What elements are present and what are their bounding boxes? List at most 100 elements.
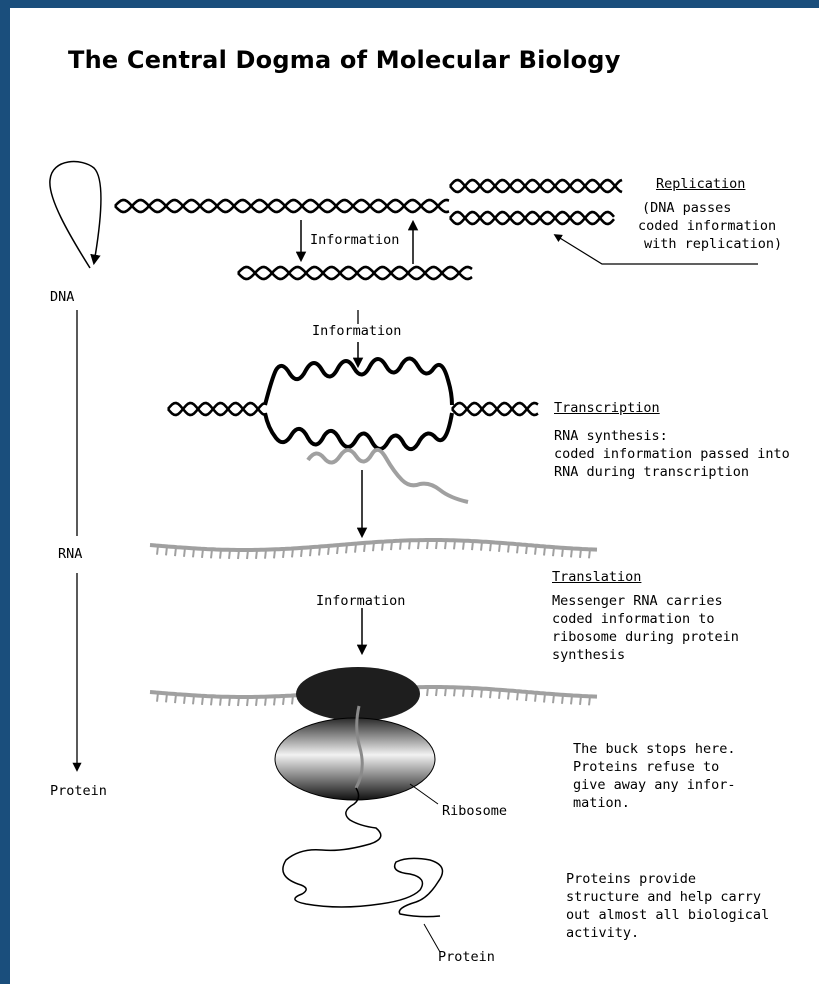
translation-description: Messenger RNA carries coded information …: [552, 592, 739, 664]
rna-base: [346, 544, 347, 553]
rna-base: [211, 696, 212, 705]
rna-base: [517, 544, 518, 553]
rna-base: [490, 689, 491, 698]
rna-base: [445, 687, 446, 696]
rna-base: [166, 693, 167, 702]
rna-base: [193, 695, 194, 704]
rna-base: [274, 549, 275, 558]
dna-double-helix: [115, 200, 449, 212]
rna-base: [562, 548, 563, 557]
rna-base: [364, 543, 365, 552]
rna-base: [292, 548, 293, 557]
rna-base: [427, 687, 428, 696]
rna-base: [157, 693, 158, 702]
rna-base: [292, 695, 293, 704]
rna-base: [283, 696, 284, 705]
dna-daughter-helix: [238, 267, 472, 279]
rna-base: [481, 689, 482, 698]
rna-base: [157, 546, 158, 555]
central-dogma-diagram: [10, 8, 819, 984]
rna-base: [535, 546, 536, 555]
folded-protein-chain: [283, 788, 443, 917]
ribosome-label: Ribosome: [442, 802, 507, 820]
rna-base: [526, 545, 527, 554]
rna-base: [544, 694, 545, 703]
rna-base: [247, 550, 248, 559]
protein-function-note: Proteins provide structure and help carr…: [566, 870, 769, 942]
rna-base: [229, 550, 230, 559]
rna-base: [535, 693, 536, 702]
ribosome-large-subunit: [275, 718, 435, 800]
rna-base: [337, 545, 338, 554]
rna-base: [265, 550, 266, 559]
rna-base: [436, 687, 437, 696]
replication-fork-upper-strand: [450, 180, 622, 192]
rna-base: [184, 548, 185, 557]
rna-base: [463, 541, 464, 550]
rna-base: [526, 692, 527, 701]
rna-base: [508, 544, 509, 553]
rna-base: [436, 540, 437, 549]
rna-base: [382, 542, 383, 551]
rna-transcript-strand: [308, 450, 468, 502]
rna-base: [463, 688, 464, 697]
buck-stops-note: The buck stops here. Proteins refuse to …: [573, 740, 736, 812]
rna-base: [211, 549, 212, 558]
rna-base: [238, 697, 239, 706]
replication-fork-lower-strand: [450, 212, 614, 224]
rna-base: [400, 541, 401, 550]
rna-base: [472, 541, 473, 550]
rna-base: [256, 697, 257, 706]
rna-base: [580, 549, 581, 558]
rna-base: [571, 548, 572, 557]
rna-base: [202, 549, 203, 558]
rna-base: [490, 542, 491, 551]
translation-heading: Translation: [552, 568, 641, 586]
transcription-description: RNA synthesis: coded information passed …: [554, 427, 790, 481]
transcription-right-helix: [452, 403, 538, 415]
transcription-heading: Transcription: [554, 399, 660, 417]
rna-base: [499, 690, 500, 699]
rna-base: [472, 688, 473, 697]
diagram-panel: The Central Dogma of Molecular Biology: [10, 8, 819, 984]
rna-base: [562, 695, 563, 704]
rna-base: [391, 541, 392, 550]
transcription-information-label: Information: [312, 322, 401, 340]
ribosome-label-leader: [410, 784, 438, 804]
rna-base: [373, 542, 374, 551]
rna-base: [589, 549, 590, 558]
rna-base: [418, 540, 419, 549]
protein-label: Protein: [438, 948, 495, 966]
rna-base: [238, 550, 239, 559]
rna-base: [508, 691, 509, 700]
rna-base: [193, 548, 194, 557]
rna-base: [553, 547, 554, 556]
dna-axis-label: DNA: [50, 288, 74, 306]
rna-base: [220, 697, 221, 706]
rna-base: [328, 546, 329, 555]
replication-description: (DNA passes coded information with repli…: [638, 199, 782, 253]
rna-base: [580, 696, 581, 705]
rna-base: [247, 697, 248, 706]
rna-base: [229, 697, 230, 706]
rna-base: [553, 694, 554, 703]
replication-information-label: Information: [310, 231, 399, 249]
rna-base: [175, 547, 176, 556]
rna-base: [256, 550, 257, 559]
rna-base: [571, 695, 572, 704]
rna-base: [202, 696, 203, 705]
rna-base: [184, 695, 185, 704]
rna-base: [544, 547, 545, 556]
rna-base: [589, 696, 590, 705]
rna-base: [274, 696, 275, 705]
dna-self-loop: [50, 162, 101, 268]
rna-base: [166, 546, 167, 555]
rna-base: [427, 540, 428, 549]
rna-base: [499, 543, 500, 552]
rna-base: [310, 547, 311, 556]
rna-base: [481, 542, 482, 551]
rna-base: [265, 697, 266, 706]
rna-base: [220, 550, 221, 559]
rna-base: [175, 694, 176, 703]
translation-information-label: Information: [316, 592, 405, 610]
